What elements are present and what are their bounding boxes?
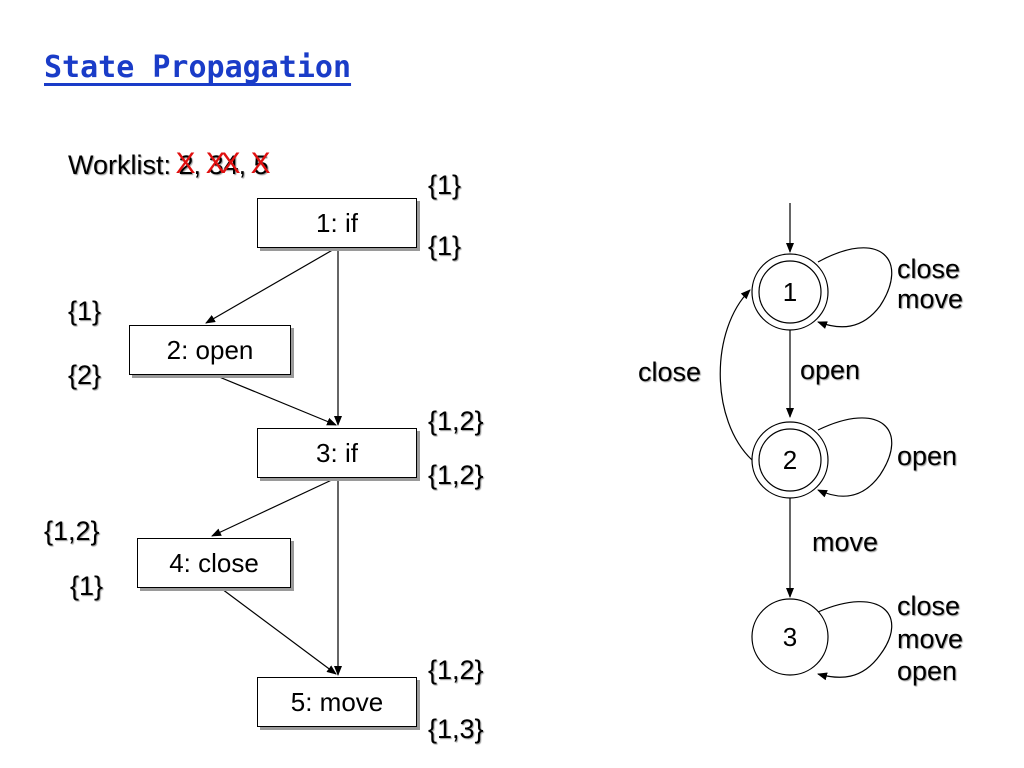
- transition-2-3-label: move: [812, 527, 879, 557]
- node-3-out-set: {1,2}: [428, 460, 484, 490]
- state-label: 3: [783, 622, 797, 652]
- self-loop-2-label-open: open: [897, 441, 958, 471]
- edge-1-2: [205, 247, 337, 324]
- strike-mark: X: [250, 147, 271, 180]
- transition-2-1-label: close: [638, 357, 702, 387]
- transition-2-1: [719, 289, 753, 461]
- edge-2-3: [211, 373, 337, 426]
- flow-node-5: 5: move: [257, 677, 417, 727]
- node-3-in-set: {1,2}: [428, 406, 484, 436]
- transition-1-2-label: open: [800, 355, 861, 385]
- edge-4-5: [221, 588, 337, 675]
- node-5-in-set: {1,2}: [428, 655, 484, 685]
- node-4-in-set: {1,2}: [44, 516, 100, 546]
- state-2: 2: [751, 421, 829, 499]
- node-2-out-set: {2}: [68, 360, 102, 390]
- node-1-out-set: {1}: [428, 231, 462, 261]
- flow-node-4: 4: close: [137, 538, 291, 588]
- flow-node-2: 2: open: [129, 325, 291, 375]
- page-title: State Propagation: [44, 50, 352, 85]
- edge-3-4: [211, 477, 337, 537]
- node-1-in-set: {1}: [428, 170, 462, 200]
- self-loop-3-label-close: close: [897, 591, 961, 621]
- strike-mark: X: [220, 147, 241, 180]
- node-5-out-set: {1,3}: [428, 714, 484, 744]
- state-label: 2: [783, 445, 797, 475]
- node-2-in-set: {1}: [68, 296, 102, 326]
- self-loop-3-label-open: open: [897, 656, 958, 686]
- self-loop-3-label-move: move: [897, 624, 964, 654]
- state-label: 1: [783, 277, 797, 307]
- strike-mark: X: [205, 147, 226, 180]
- self-loop-1-label-close: close: [897, 254, 961, 284]
- node-4-out-set: {1}: [70, 571, 104, 601]
- state-1: 1: [751, 253, 829, 331]
- self-loop-1: [817, 247, 893, 329]
- flow-node-3: 3: if: [257, 428, 417, 478]
- flow-node-1: 1: if: [257, 198, 417, 248]
- self-loop-1-label-move: move: [897, 284, 964, 314]
- self-loop-3: [817, 601, 893, 681]
- state-3: 3: [751, 598, 829, 676]
- worklist-label: Worklist:: [68, 150, 179, 180]
- strike-mark: X: [175, 147, 196, 180]
- self-loop-2: [817, 417, 893, 498]
